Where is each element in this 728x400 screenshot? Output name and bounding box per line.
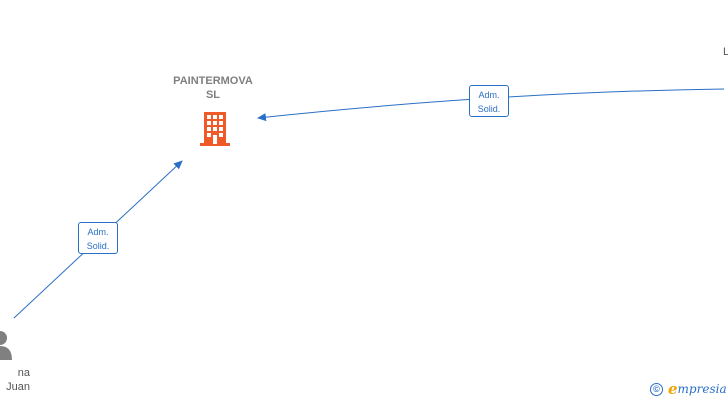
- edge-label-type: Solid.: [86, 241, 110, 251]
- company-name[interactable]: PAINTERMOVA SL: [163, 74, 263, 102]
- right-node-name[interactable]: L: [723, 46, 728, 58]
- edge-label-right[interactable]: Adm. Solid.: [469, 85, 509, 117]
- brand-name: mpresia: [677, 382, 727, 396]
- person-name-line2: Juan: [6, 381, 30, 393]
- brand-initial: e: [668, 380, 678, 398]
- empresia-logo[interactable]: © e mpresia: [650, 380, 727, 398]
- edge-label-role: Adm.: [87, 227, 109, 237]
- edge-label-type: Solid.: [477, 104, 501, 114]
- person-name[interactable]: na Juan: [0, 366, 30, 394]
- edge-label-left[interactable]: Adm. Solid.: [78, 222, 118, 254]
- building-icon[interactable]: [198, 110, 232, 146]
- company-name-line2: SL: [205, 89, 221, 101]
- copyright-icon: ©: [650, 382, 663, 396]
- person-name-line1: na: [17, 367, 30, 379]
- company-name-line1: PAINTERMOVA: [173, 75, 253, 87]
- edge-label-role: Adm.: [478, 90, 500, 100]
- person-icon[interactable]: [0, 330, 12, 360]
